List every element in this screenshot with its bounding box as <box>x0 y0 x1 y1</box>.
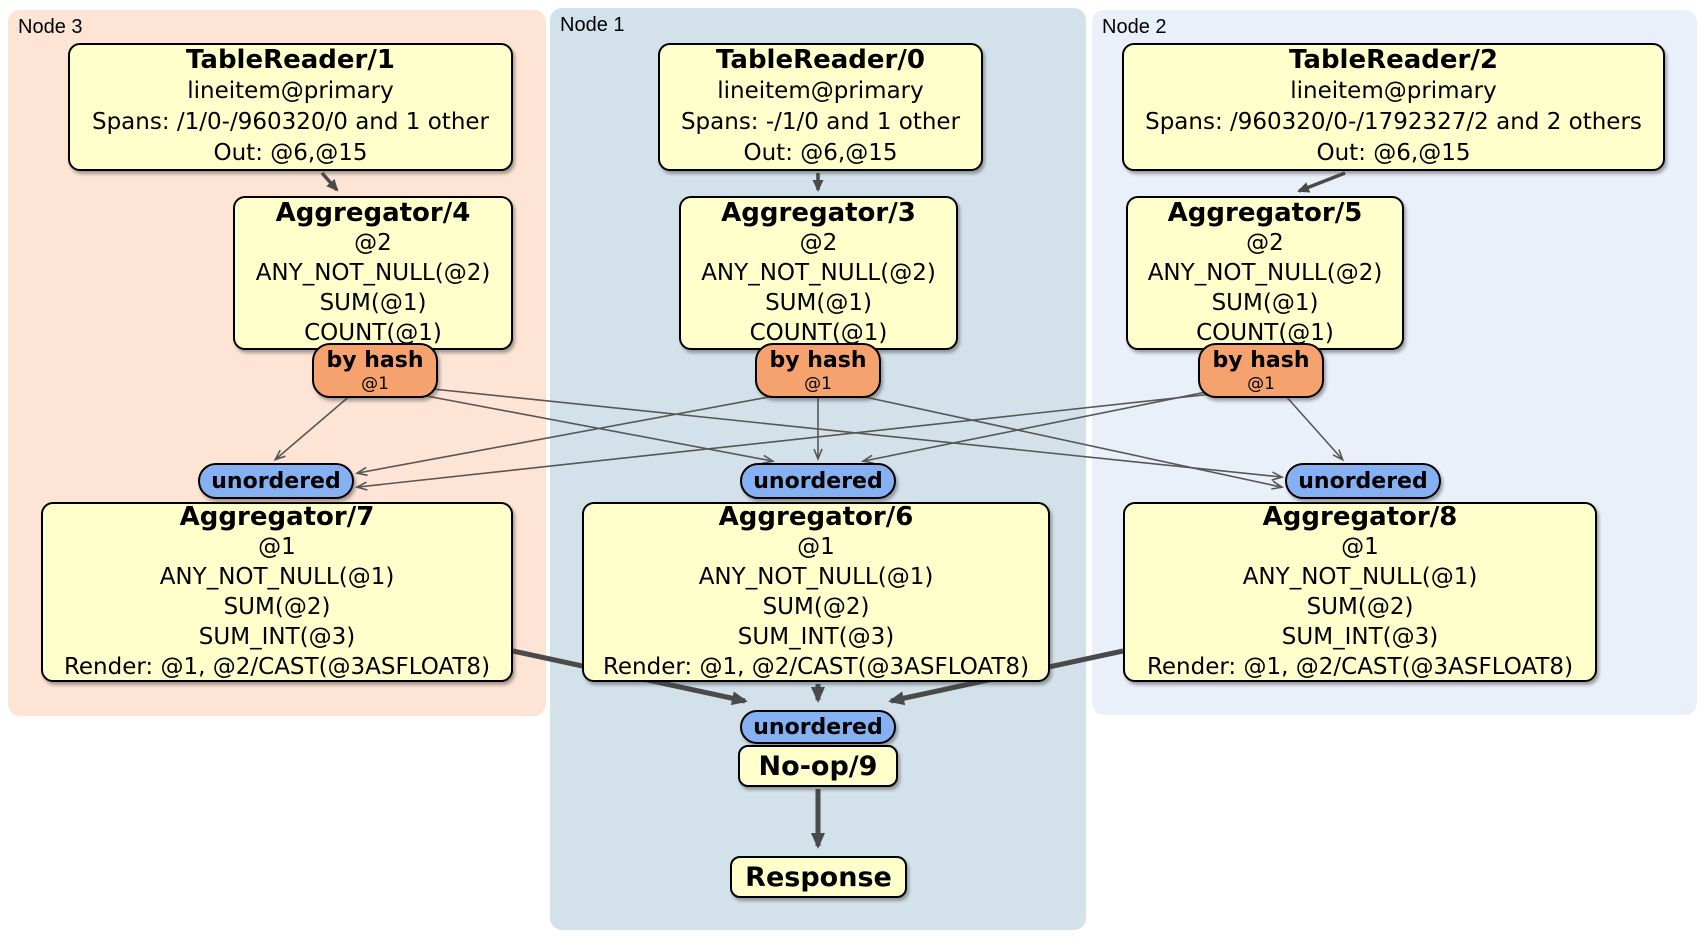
router-detail: @1 <box>804 374 832 394</box>
node-group-label: Node 2 <box>1102 16 1167 38</box>
processor-line: Spans: -/1/0 and 1 other <box>680 109 961 135</box>
processor-line: Render: @1, @2/CAST(@3ASFLOAT8) <box>1146 654 1574 680</box>
stream-unordered-final: unordered <box>740 710 896 744</box>
node-group-label: Node 3 <box>18 16 83 38</box>
processor-line: SUM(@2) <box>1306 594 1414 620</box>
processor-line: lineitem@primary <box>187 78 394 104</box>
processor-line: @1 <box>1341 534 1379 560</box>
processor-title: Aggregator/5 <box>1167 198 1363 228</box>
processor-tablereader-1: TableReader/1 lineitem@primary Spans: /1… <box>68 43 513 171</box>
processor-aggregator-6: Aggregator/6 @1 ANY_NOT_NULL(@1) SUM(@2)… <box>582 502 1050 682</box>
processor-line: @2 <box>354 230 392 256</box>
processor-aggregator-8: Aggregator/8 @1 ANY_NOT_NULL(@1) SUM(@2)… <box>1123 502 1597 682</box>
router-detail: @1 <box>1247 374 1275 394</box>
processor-aggregator-3: Aggregator/3 @2 ANY_NOT_NULL(@2) SUM(@1)… <box>679 196 958 350</box>
processor-line: SUM_INT(@3) <box>1281 624 1439 650</box>
router-label: by hash <box>326 348 424 373</box>
router-label: by hash <box>769 348 867 373</box>
processor-line: Out: @6,@15 <box>1316 140 1471 166</box>
router-by-hash-node1: by hash @1 <box>755 343 881 398</box>
processor-title: Aggregator/4 <box>275 198 471 228</box>
processor-title: Aggregator/8 <box>1262 502 1458 532</box>
processor-line: SUM(@1) <box>319 290 427 316</box>
processor-line: ANY_NOT_NULL(@2) <box>1147 260 1383 286</box>
processor-line: Spans: /960320/0-/1792327/2 and 2 others <box>1145 109 1642 135</box>
processor-line: ANY_NOT_NULL(@1) <box>159 564 395 590</box>
processor-line: Out: @6,@15 <box>743 140 898 166</box>
router-label: by hash <box>1212 348 1310 373</box>
processor-line: @1 <box>797 534 835 560</box>
processor-line: Render: @1, @2/CAST(@3ASFLOAT8) <box>602 654 1030 680</box>
router-detail: @1 <box>361 374 389 394</box>
response-box: Response <box>730 856 907 898</box>
processor-tablereader-2: TableReader/2 lineitem@primary Spans: /9… <box>1122 43 1665 171</box>
processor-aggregator-7: Aggregator/7 @1 ANY_NOT_NULL(@1) SUM(@2)… <box>41 502 513 682</box>
processor-line: Spans: /1/0-/960320/0 and 1 other <box>91 109 490 135</box>
processor-line: ANY_NOT_NULL(@2) <box>255 260 491 286</box>
stream-unordered-node2: unordered <box>1285 463 1441 499</box>
processor-line: ANY_NOT_NULL(@1) <box>698 564 934 590</box>
processor-title: Aggregator/7 <box>179 502 375 532</box>
stream-unordered-node1: unordered <box>740 463 896 499</box>
processor-line: @2 <box>1246 230 1284 256</box>
processor-line: COUNT(@1) <box>1196 320 1334 346</box>
processor-aggregator-4: Aggregator/4 @2 ANY_NOT_NULL(@2) SUM(@1)… <box>233 196 513 350</box>
processor-title: TableReader/1 <box>186 45 395 75</box>
processor-title: TableReader/2 <box>1289 45 1498 75</box>
processor-noop-9: No-op/9 <box>738 745 898 787</box>
processor-line: SUM(@1) <box>1211 290 1319 316</box>
processor-title: Aggregator/6 <box>718 502 914 532</box>
processor-line: SUM(@1) <box>765 290 872 316</box>
processor-line: COUNT(@1) <box>749 320 888 346</box>
processor-line: SUM(@2) <box>223 594 331 620</box>
processor-tablereader-0: TableReader/0 lineitem@primary Spans: -/… <box>658 43 983 171</box>
processor-title: Aggregator/3 <box>721 198 916 228</box>
node-group-label: Node 1 <box>560 14 625 36</box>
processor-line: lineitem@primary <box>717 78 924 104</box>
processor-title: TableReader/0 <box>716 45 925 75</box>
processor-line: SUM_INT(@3) <box>737 624 895 650</box>
processor-line: ANY_NOT_NULL(@2) <box>701 260 936 286</box>
processor-line: Out: @6,@15 <box>213 140 368 166</box>
router-by-hash-node2: by hash @1 <box>1198 343 1324 398</box>
processor-line: @1 <box>258 534 296 560</box>
stream-unordered-node3: unordered <box>198 463 354 499</box>
processor-line: ANY_NOT_NULL(@1) <box>1242 564 1478 590</box>
processor-line: lineitem@primary <box>1290 78 1497 104</box>
processor-line: SUM(@2) <box>762 594 870 620</box>
processor-line: SUM_INT(@3) <box>198 624 356 650</box>
processor-line: Render: @1, @2/CAST(@3ASFLOAT8) <box>63 654 491 680</box>
processor-line: COUNT(@1) <box>304 320 442 346</box>
processor-line: @2 <box>799 230 838 256</box>
router-by-hash-node3: by hash @1 <box>312 343 438 398</box>
processor-aggregator-5: Aggregator/5 @2 ANY_NOT_NULL(@2) SUM(@1)… <box>1126 196 1404 350</box>
